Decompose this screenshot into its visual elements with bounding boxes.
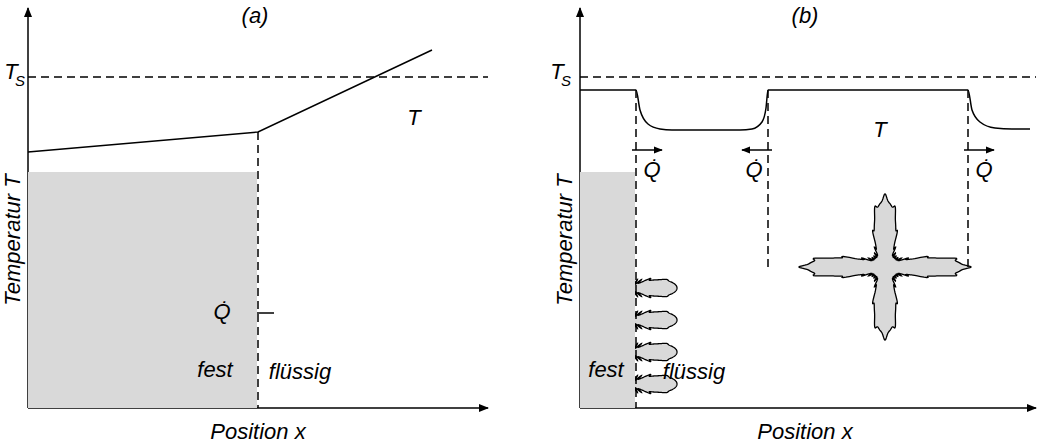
heat-flow: Q̇ [975, 159, 992, 181]
axis-mark-sub: S [561, 73, 571, 88]
axis-title: Position x [210, 421, 305, 443]
ts-line [580, 76, 1036, 78]
temperature-curve [28, 50, 432, 152]
heat-flow: Q̇ [745, 159, 762, 181]
curve-label: T [407, 107, 420, 129]
axis-title: Temperatur T [554, 174, 576, 305]
x-axis [580, 407, 1036, 409]
heat-arrow [964, 149, 994, 151]
heat-arrow [632, 149, 662, 151]
panel-letter: (a) [242, 5, 269, 27]
axis-mark-sub: S [15, 73, 25, 88]
axis-title: Temperatur T [2, 174, 24, 305]
crystal-bound [967, 90, 969, 268]
phase-label: fest [588, 359, 623, 381]
solid-region: fest [28, 172, 257, 408]
crystal-bound [767, 90, 769, 268]
interface-line [635, 90, 637, 408]
temperature-curve [580, 90, 1030, 130]
ts-line [28, 76, 488, 78]
solid-region: fest [580, 172, 635, 408]
panel-letter: (b) [792, 5, 819, 27]
dendrite-crystal [799, 194, 971, 340]
curve-label: T [873, 119, 886, 141]
interface-line [257, 132, 259, 408]
phase-label: fest [197, 359, 232, 381]
heat-flow: Q̇ [213, 301, 230, 323]
heat-arrow [742, 149, 772, 151]
phase-label: flüssig [663, 361, 725, 383]
phase-label: flüssig [269, 361, 331, 383]
axis-title: Position x [757, 421, 852, 443]
heat-flow: Q̇ [643, 159, 660, 181]
